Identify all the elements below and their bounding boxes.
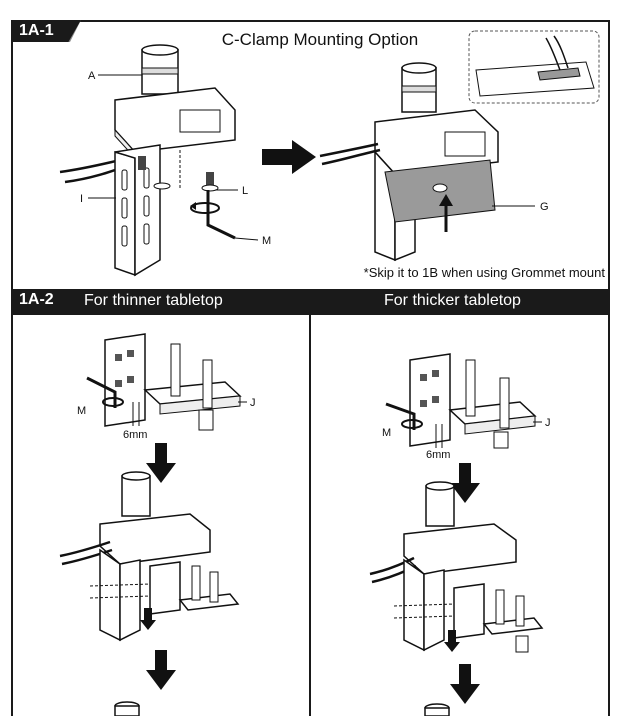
screw-icon [170, 343, 214, 431]
tabletop-inset-illustration [468, 30, 600, 104]
screw-icon [465, 359, 510, 449]
section-frame [11, 20, 610, 716]
dim-6mm-right: 6mm [426, 449, 450, 461]
pole-icon [141, 44, 179, 95]
label-j-left: J [250, 397, 256, 409]
thick-tabletop-title: For thicker tabletop [384, 292, 521, 309]
label-m-right: M [382, 427, 391, 439]
skip-note: *Skip it to 1B when using Grommet mount [363, 265, 605, 280]
clamp-top-bracket [114, 87, 236, 160]
arrow-down-icon [146, 443, 176, 483]
hex-key-icon [206, 190, 236, 240]
clamp-plate-icon [114, 144, 161, 277]
column-divider [309, 315, 311, 716]
rotate-icon [190, 202, 220, 214]
thin-tabletop-assembled-illustration [59, 471, 240, 642]
label-l: L [242, 185, 248, 197]
section-title: C-Clamp Mounting Option [221, 30, 419, 49]
label-m: M [262, 235, 271, 247]
hex-key-icon [86, 376, 117, 408]
arrow-up-icon [439, 194, 453, 232]
dim-6mm-left: 6mm [123, 429, 147, 441]
screw-icon [138, 150, 219, 192]
label-m-left: M [77, 405, 86, 417]
arrow-down-icon [146, 650, 176, 690]
arrow-down-icon [450, 664, 480, 704]
label-g: G [540, 201, 549, 213]
thin-tabletop-bracket-illustration: J M 6mm [77, 333, 256, 441]
label-i: I [80, 193, 83, 205]
step-header-bar: 1A-2 For thinner tabletop For thicker ta… [11, 289, 610, 315]
arrow-right-icon [262, 140, 316, 174]
label-a: A [88, 70, 96, 82]
hex-key-icon [385, 402, 416, 430]
pole-icon [401, 62, 437, 113]
arrow-down-icon [450, 463, 480, 503]
thin-tabletop-title: For thinner tabletop [84, 292, 223, 309]
step-tag-1a2: 1A-2 [19, 291, 54, 308]
thick-tabletop-bracket-illustration: J M 6mm [382, 353, 551, 461]
label-j-right: J [545, 417, 551, 429]
step-tag-1a1: 1A-1 [11, 20, 81, 42]
thick-tabletop-assembled-illustration [369, 481, 544, 653]
clamp-exploded-illustration: A I L M [59, 44, 271, 277]
pole-icon [114, 701, 140, 716]
pole-icon [424, 703, 450, 716]
clamp-with-pad-illustration: G [319, 62, 549, 262]
